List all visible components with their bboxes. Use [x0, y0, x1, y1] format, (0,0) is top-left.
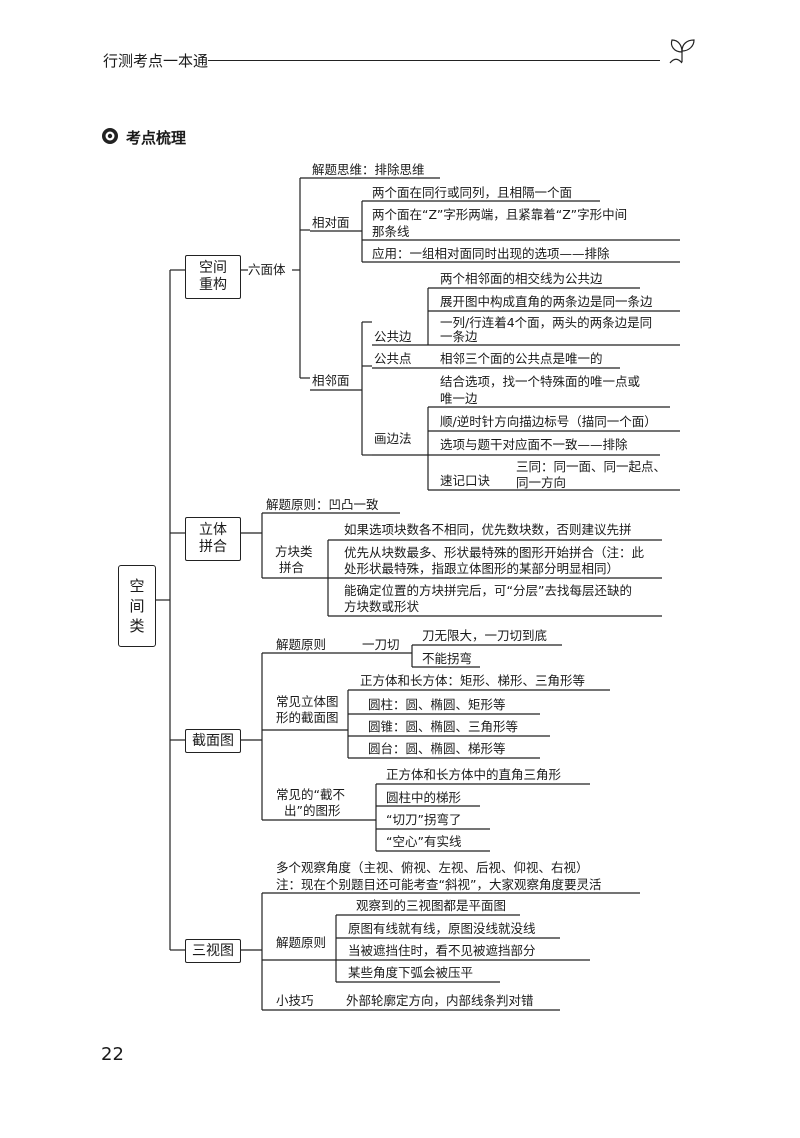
section-cone: 圆锥：圆、椭圆、三角形等	[368, 719, 519, 734]
views-rule-1: 观察到的三视图都是平面图	[356, 898, 507, 913]
node-solid-assembly-line2: 拼合	[199, 539, 227, 555]
opposite-application: 应用：一组相对面同时出现的选项——排除	[372, 246, 610, 261]
views-rule-3: 当被遮挡住时，看不见被遮挡部分	[348, 943, 536, 958]
section-cylinder: 圆柱：圆、椭圆、矩形等	[368, 697, 506, 712]
mnemonic-text-line1: 三同：同一面、同一起点、	[516, 459, 667, 474]
edge-method-step-3: 选项与题干对应面不一致——排除	[440, 437, 628, 452]
views-angles-line2: 注：现在个别题目还可能考查“斜视”，大家观察角度要灵活	[276, 877, 602, 892]
opposite-rule-2-line2: 那条线	[372, 224, 410, 239]
root-char-1: 空	[129, 577, 145, 595]
section-cube: 正方体和长方体：矩形、梯形、三角形等	[360, 673, 586, 688]
section-title: 考点梳理	[126, 129, 187, 147]
common-sections-label-line2: 形的截面图	[276, 710, 339, 725]
gear-bullet-icon	[102, 128, 118, 144]
node-solid-assembly-line1: 立体	[199, 522, 227, 538]
common-edge-rule-3-line1: 一列/行连着4个面，两头的两条边是同	[440, 315, 653, 330]
edge-method-step-1-line2: 唯一边	[440, 391, 478, 406]
node-three-views-label: 三视图	[192, 942, 234, 959]
node-cross-section-label: 截面图	[192, 732, 234, 749]
common-edge-rule-2: 展开图中构成直角的两条边是同一条边	[440, 294, 653, 309]
tips-label: 小技巧	[276, 993, 314, 1008]
block-rule-3-line2: 方块数或形状	[344, 599, 420, 614]
block-assembly-label-line2: 拼合	[279, 560, 305, 575]
assembly-principle: 解题原则：凹凸一致	[266, 497, 379, 512]
section-frustum: 圆台：圆、椭圆、梯形等	[368, 741, 506, 756]
edge-method-label: 画边法	[374, 431, 412, 446]
opposite-face-label: 相对面	[312, 215, 350, 230]
impossible-1: 正方体和长方体中的直角三角形	[386, 767, 562, 782]
root-node-space: 空 间 类	[118, 565, 156, 647]
cross-section-principle-label: 解题原则	[276, 637, 327, 652]
impossible-sections-label-line1: 常见的“截不	[276, 787, 345, 802]
node-space-reconstruction: 空间 重构	[185, 255, 241, 299]
views-angles-line1: 多个观察角度（主视、俯视、左视、后视、仰视、右视）	[276, 860, 589, 875]
block-assembly-label-line1: 方块类	[275, 544, 313, 559]
common-edge-label: 公共边	[374, 329, 412, 344]
node-space-reconstruction-line2: 重构	[199, 277, 227, 293]
impossible-2: 圆柱中的梯形	[386, 790, 462, 805]
impossible-sections-label-line2: 出”的图形	[284, 803, 341, 818]
opposite-rule-2-line1: 两个面在“Z”字形两端，且紧靠着“Z”字形中间	[372, 207, 628, 222]
page-number: 22	[101, 1044, 124, 1065]
strategy-text: 解题思维：排除思维	[312, 162, 425, 177]
one-cut-rule-2: 不能拐弯	[422, 651, 473, 666]
edge-method-step-1-line1: 结合选项，找一个特殊面的唯一点或	[440, 374, 641, 389]
adjacent-face-label: 相邻面	[312, 373, 350, 388]
header-rule	[208, 60, 660, 61]
views-rule-4: 某些角度下弧会被压平	[348, 965, 474, 980]
node-space-reconstruction-line1: 空间	[199, 260, 227, 276]
node-solid-assembly: 立体 拼合	[185, 517, 241, 561]
views-rule-2: 原图有线就有线，原图没线就没线	[348, 921, 536, 936]
impossible-4: “空心”有实线	[386, 834, 462, 849]
mnemonic-text-line2: 同一方向	[516, 475, 567, 490]
block-rule-3-line1: 能确定位置的方块拼完后，可“分层”去找每层还缺的	[344, 583, 632, 598]
common-point-rule: 相邻三个面的公共点是唯一的	[440, 351, 603, 366]
block-rule-2-line2: 处形状最特殊，指跟立体图形的某部分明显相同）	[344, 561, 620, 576]
one-cut-label: 一刀切	[362, 637, 400, 652]
block-rule-1: 如果选项块数各不相同，优先数块数，否则建议先拼	[344, 522, 632, 537]
common-sections-label-line1: 常见立体图	[276, 694, 339, 709]
tips-text: 外部轮廓定方向，内部线条判对错	[346, 993, 534, 1008]
one-cut-rule-1: 刀无限大，一刀切到底	[422, 628, 548, 643]
mnemonic-label: 速记口诀	[440, 473, 491, 488]
book-title: 行测考点一本通	[103, 52, 209, 70]
node-cross-section: 截面图	[185, 729, 241, 753]
common-edge-rule-1: 两个相邻面的相交线为公共边	[440, 271, 603, 286]
node-three-views: 三视图	[185, 939, 241, 963]
hexahedron-label: 六面体	[248, 262, 286, 277]
root-char-3: 类	[129, 617, 145, 635]
opposite-rule-1: 两个面在同行或同列，且相隔一个面	[372, 185, 573, 200]
impossible-3: “切刀”拐弯了	[386, 812, 462, 827]
root-char-2: 间	[129, 597, 145, 615]
common-edge-rule-3-line2: 一条边	[440, 329, 478, 344]
sprout-icon	[669, 39, 695, 64]
common-point-label: 公共点	[374, 351, 412, 366]
edge-method-step-2: 顺/逆时针方向描边标号（描同一个面）	[440, 414, 657, 429]
views-principle-label: 解题原则	[276, 935, 327, 950]
block-rule-2-line1: 优先从块数最多、形状最特殊的图形开始拼合（注：此	[344, 545, 645, 560]
